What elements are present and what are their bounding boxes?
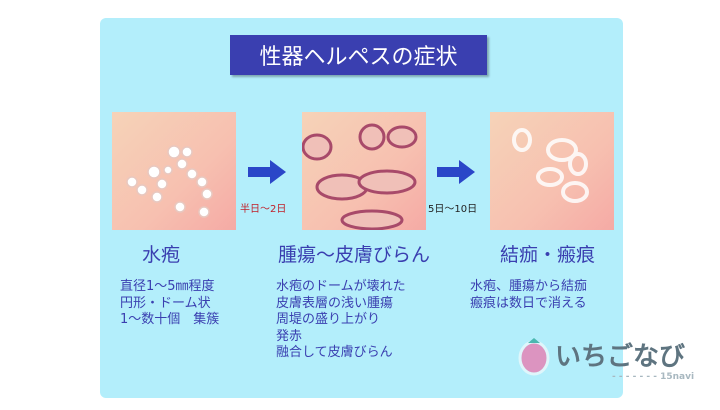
desc-line: 水疱、腫瘍から結痂 <box>470 279 588 294</box>
transition-label: 半日〜2日 <box>240 200 287 215</box>
desc-line: 周堤の盛り上がり <box>276 312 381 327</box>
strawberry-icon <box>518 340 550 376</box>
arrow-right-icon <box>248 160 286 184</box>
blister-illustration <box>112 112 236 230</box>
stage-description: 水疱、腫瘍から結痂瘢痕は数日で消える <box>470 279 587 312</box>
ichigonavi-logo: いちごなび - - - - - - - 15navi - - - - - - -… <box>507 333 720 387</box>
stage-heading: 結痂・瘢痕 <box>500 244 596 266</box>
desc-line: 円形・ドーム状 <box>120 295 211 311</box>
stage-heading: 水疱 <box>142 244 181 266</box>
desc-line: 直径1〜5㎜程度 <box>120 279 215 294</box>
svg-text:いちごなび: いちごなび <box>555 341 685 372</box>
transition-label: 5日〜10日 <box>428 200 478 215</box>
desc-line: 瘢痕は数日で消える <box>470 295 587 311</box>
page-title: 性器ヘルペスの症状 <box>230 35 487 75</box>
svg-text:- - - - - - - 15navi - - - - -: - - - - - - - 15navi - - - - - - - - <box>612 372 697 382</box>
desc-line: 皮膚表層の浅い腫瘍 <box>276 295 394 311</box>
ulcer-illustration <box>301 112 426 231</box>
crust-illustration <box>490 112 614 230</box>
desc-line: 融合して皮膚びらん <box>276 345 393 360</box>
desc-line: 発赤 <box>276 328 303 344</box>
stage-heading: 腫瘍〜皮膚びらん <box>278 244 431 266</box>
stage-description: 水疱のドームが壊れた皮膚表層の浅い腫瘍周堤の盛り上がり発赤融合して皮膚びらん <box>276 279 406 362</box>
arrow-right-icon <box>437 160 475 184</box>
desc-line: 水疱のドームが壊れた <box>276 279 406 294</box>
desc-line: 1〜数十個 集簇 <box>120 312 220 327</box>
